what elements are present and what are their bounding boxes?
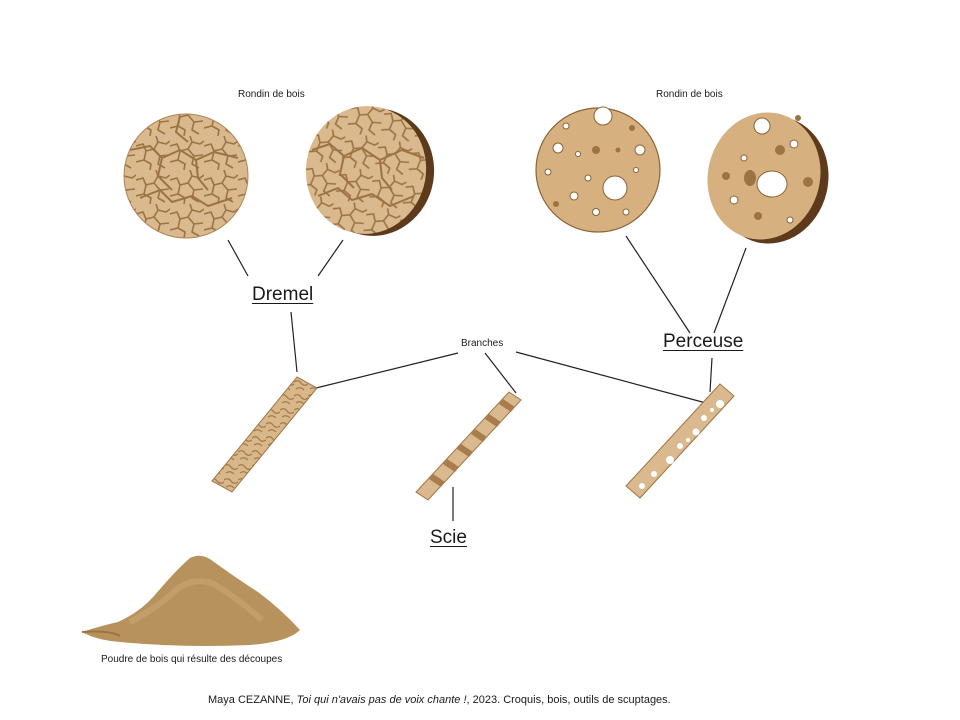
- powder-label: Poudre de bois qui résulte des découpes: [101, 654, 283, 665]
- log-label-right: Rondin de bois: [656, 89, 723, 100]
- caption-details: , 2023. Croquis, bois, outils de scuptag…: [466, 694, 671, 706]
- log-cracked-front: [123, 113, 249, 239]
- caption-author: Maya CEZANNE,: [208, 694, 294, 706]
- wood-powder-pile: [81, 555, 300, 646]
- branch-dremel: [211, 376, 318, 493]
- connector-lines: [227, 235, 747, 521]
- branch-perceuse: [625, 383, 735, 499]
- tool-label-perceuse: Perceuse: [663, 331, 744, 352]
- log-label-left: Rondin de bois: [238, 89, 305, 100]
- log-holes-front: [535, 106, 661, 233]
- tool-label-dremel: Dremel: [252, 284, 314, 305]
- branch-scie: [415, 391, 522, 501]
- branches-label: Branches: [461, 338, 504, 349]
- log-cracked-side: [305, 106, 435, 236]
- caption-title: Toi qui n'avais pas de voix chante !: [296, 694, 467, 706]
- log-holes-side: [707, 112, 829, 244]
- figure-caption: Maya CEZANNE, Toi qui n'avais pas de voi…: [208, 694, 671, 706]
- tool-label-scie: Scie: [430, 527, 467, 548]
